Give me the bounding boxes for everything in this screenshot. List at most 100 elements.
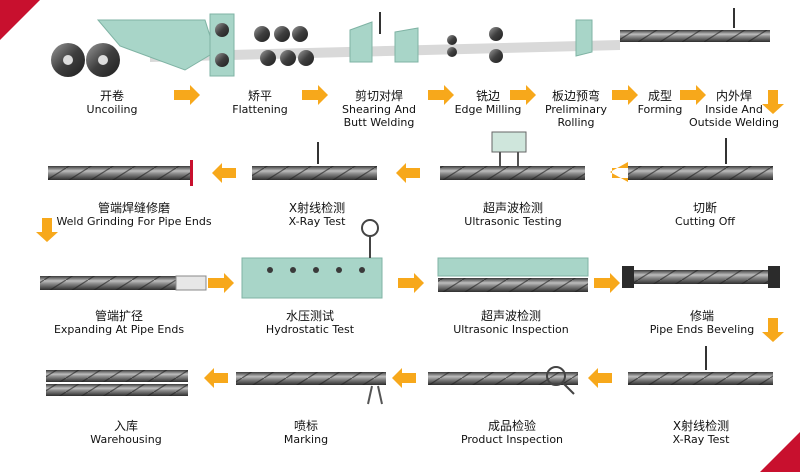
arrow-right-2: [302, 85, 328, 105]
arrow-left-1: [610, 162, 628, 182]
butt-welder-icon: [394, 27, 419, 63]
arrow-left-3: [212, 163, 236, 183]
step-flattening-label: 矫平 Flattening: [220, 89, 300, 117]
arrow-left-6: [204, 368, 228, 388]
bevel-machine-left: [622, 266, 634, 288]
step-forming-label: 成型 Forming: [630, 89, 690, 117]
step-uncoiling-label: 开卷 Uncoiling: [72, 89, 152, 117]
edge-milling-icon: [447, 35, 457, 57]
step-en: Flattening: [232, 103, 288, 116]
flattening-rollers-icon: [254, 26, 314, 66]
step-zh: 剪切对焊: [354, 89, 403, 103]
expander-head-icon: [175, 275, 207, 291]
forming-machine-icon: [575, 19, 593, 57]
step-zh: 入库: [113, 419, 138, 433]
step-zh: 内外焊: [715, 89, 752, 103]
step-welding-label: 内外焊 Inside And Outside Welding: [686, 89, 782, 130]
step-en: Preliminary: [544, 103, 608, 116]
pipes-row-4: [46, 346, 773, 405]
step-zh: 切断: [692, 201, 717, 215]
arrow-right-8: [398, 273, 424, 293]
arrow-left-4: [588, 368, 612, 388]
step-xray-1-label: X射线检测 X-Ray Test: [272, 201, 362, 229]
magnifier-icon: [546, 366, 575, 395]
bevel-machine-right: [768, 266, 780, 288]
step-en: Edge Milling: [454, 103, 522, 116]
pressure-gauge-icon: [361, 219, 379, 237]
arrow-right-9: [594, 273, 620, 293]
arrow-right-6: [680, 85, 706, 105]
uncoiler-frame: [96, 19, 216, 71]
step-zh: 超声波检测: [482, 201, 543, 215]
step-en: X-Ray Test: [672, 433, 730, 446]
step-zh: 铣边: [475, 89, 500, 103]
step-xray-2-label: X射线检测 X-Ray Test: [656, 419, 746, 447]
arrow-down-3: [762, 318, 784, 342]
flow-arrows: [36, 85, 784, 388]
step-en: Marking: [283, 433, 329, 446]
step-en: X-Ray Test: [288, 215, 346, 228]
marking-gun-icon: [367, 385, 383, 405]
shear-machine-icon: [349, 21, 373, 63]
step-hydrostatic-label: 水压测试 Hydrostatic Test: [250, 309, 370, 337]
step-shearing-label: 剪切对焊 Shearing And Butt Welding: [334, 89, 424, 130]
step-zh: 喷标: [293, 419, 318, 433]
step-en: Expanding At Pipe Ends: [53, 323, 185, 336]
step-en: Ultrasonic Testing: [464, 215, 562, 228]
step-zh: 管端焊缝修磨: [97, 201, 170, 215]
pre-bending-rollers-icon: [489, 27, 503, 63]
step-warehousing-label: 入库 Warehousing: [76, 419, 176, 447]
arrow-right-1: [174, 85, 200, 105]
arrow-right-4: [510, 85, 536, 105]
step-zh: 管端扩径: [94, 309, 143, 323]
step-en-line-2: Outside Welding: [688, 116, 780, 129]
arrow-right-3: [428, 85, 454, 105]
step-en-line-2: Rolling: [557, 116, 595, 129]
arrow-down-2: [36, 218, 58, 242]
step-en: Uncoiling: [86, 103, 138, 116]
step-ultrasonic-testing-label: 超声波检测 Ultrasonic Testing: [458, 201, 568, 229]
arrow-down-1: [762, 90, 784, 114]
step-product-inspection-label: 成品检验 Product Inspection: [452, 419, 572, 447]
corner-decoration-top-left: [0, 0, 40, 40]
step-zh: X射线检测: [672, 419, 730, 433]
step-marking-label: 喷标 Marking: [266, 419, 346, 447]
step-zh: 修端: [689, 309, 714, 323]
production-line-row-1: [51, 8, 770, 77]
ultrasonic-inspection-frame: [437, 257, 589, 277]
step-en: Cutting Off: [674, 215, 736, 228]
step-cutting-off-label: 切断 Cutting Off: [660, 201, 750, 229]
step-zh: X射线检测: [288, 201, 346, 215]
ultrasonic-monitor-icon: [491, 131, 527, 153]
arrow-left-2: [396, 163, 420, 183]
hydrostatic-tank-icon: [241, 257, 383, 299]
step-beveling-label: 修端 Pipe Ends Beveling: [642, 309, 762, 337]
corner-decoration-bottom-right: [760, 432, 800, 472]
step-edge-milling-label: 铣边 Edge Milling: [448, 89, 528, 117]
step-zh: 开卷: [99, 89, 124, 103]
step-en-line-2: Butt Welding: [343, 116, 415, 129]
step-zh: 板边预弯: [551, 89, 600, 103]
step-en: Forming: [637, 103, 683, 116]
arrow-left-5: [392, 368, 416, 388]
step-en: Weld Grinding For Pipe Ends: [56, 215, 212, 228]
step-en: Warehousing: [90, 433, 162, 446]
step-en: Hydrostatic Test: [265, 323, 355, 336]
step-zh: 超声波检测: [480, 309, 541, 323]
step-zh: 成型: [647, 89, 672, 103]
step-en: Shearing And: [342, 103, 416, 116]
step-expanding-label: 管端扩径 Expanding At Pipe Ends: [44, 309, 194, 337]
step-en: Product Inspection: [460, 433, 564, 446]
step-zh: 水压测试: [285, 309, 334, 323]
arrow-right-5: [612, 85, 638, 105]
step-en: Pipe Ends Beveling: [649, 323, 755, 336]
step-en: Ultrasonic Inspection: [453, 323, 569, 336]
step-weld-grinding-label: 管端焊缝修磨 Weld Grinding For Pipe Ends: [54, 201, 214, 229]
step-ultrasonic-inspection-label: 超声波检测 Ultrasonic Inspection: [446, 309, 576, 337]
step-zh: 成品检验: [487, 419, 536, 433]
pipes-row-2: [48, 131, 773, 186]
arrow-right-7: [208, 273, 234, 293]
step-zh: 矫平: [247, 89, 272, 103]
step-en: Inside And: [705, 103, 763, 116]
